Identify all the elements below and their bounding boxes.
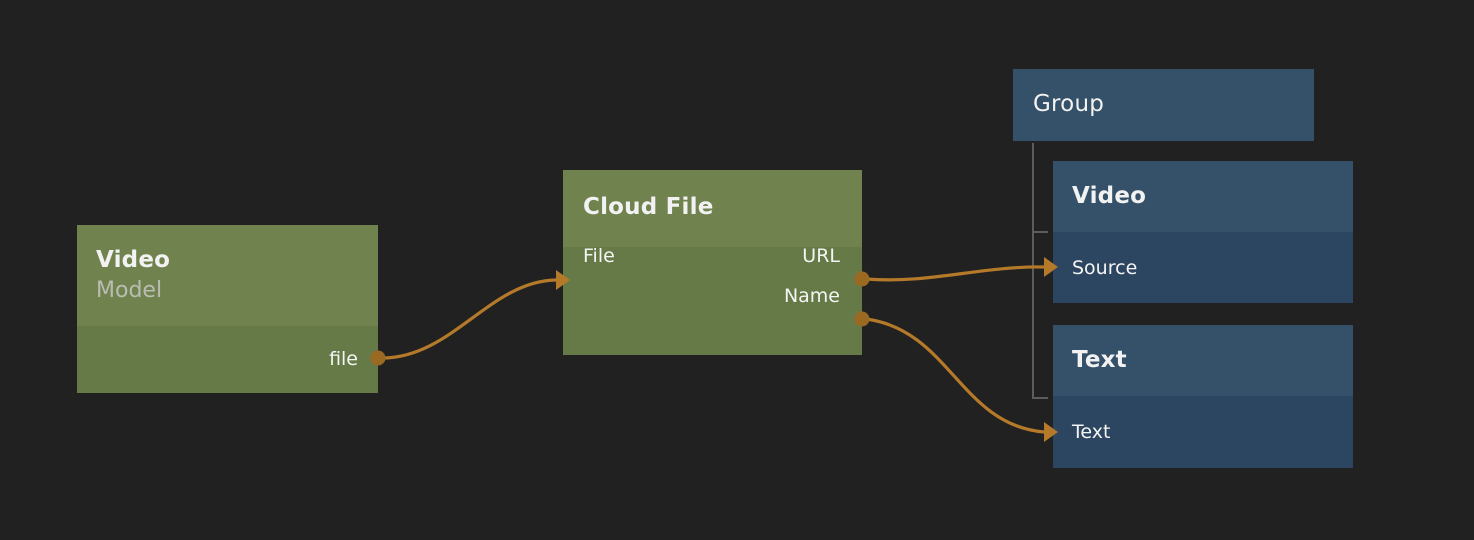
wire-file-to-cloudfile [381,278,557,360]
group-tree-line-video [1032,143,1048,233]
node-text-layer-header[interactable]: Text [1053,325,1353,396]
node-text-layer[interactable]: Text Text [1053,325,1353,468]
node-video-model-header[interactable]: Video Model [77,225,378,326]
input-port-label-text: Text [1072,421,1111,443]
node-video-layer-body[interactable]: Source [1053,232,1353,303]
node-video-layer[interactable]: Video Source [1053,161,1353,303]
wire-url-to-source [865,265,1045,282]
node-cloud-file[interactable]: Cloud File File URL Name [563,170,862,355]
output-port-label-url: URL [802,245,840,267]
node-cloud-file-title: Cloud File [583,194,714,220]
node-video-model-subtitle: Model [96,278,163,303]
node-video-model-title: Video [96,247,171,273]
node-video-model-body[interactable]: file [77,326,378,393]
node-text-layer-body[interactable]: Text [1053,396,1353,468]
output-port-label-name: Name [783,285,840,307]
output-port-label-file: file [329,348,358,370]
node-cloud-file-header[interactable]: Cloud File [563,170,862,247]
node-group[interactable]: Group [1013,69,1314,141]
node-video-layer-header[interactable]: Video [1053,161,1353,232]
input-port-label-source: Source [1072,257,1138,279]
node-video-model[interactable]: Video Model file [77,225,378,393]
node-group-title: Group [1033,91,1105,117]
group-tree-line-text [1032,143,1048,399]
node-video-layer-title: Video [1072,183,1147,209]
wire-name-to-text [865,317,1045,434]
node-cloud-file-body[interactable]: File URL Name [563,245,862,355]
node-text-layer-title: Text [1072,347,1127,373]
input-port-label-file: File [583,245,615,267]
